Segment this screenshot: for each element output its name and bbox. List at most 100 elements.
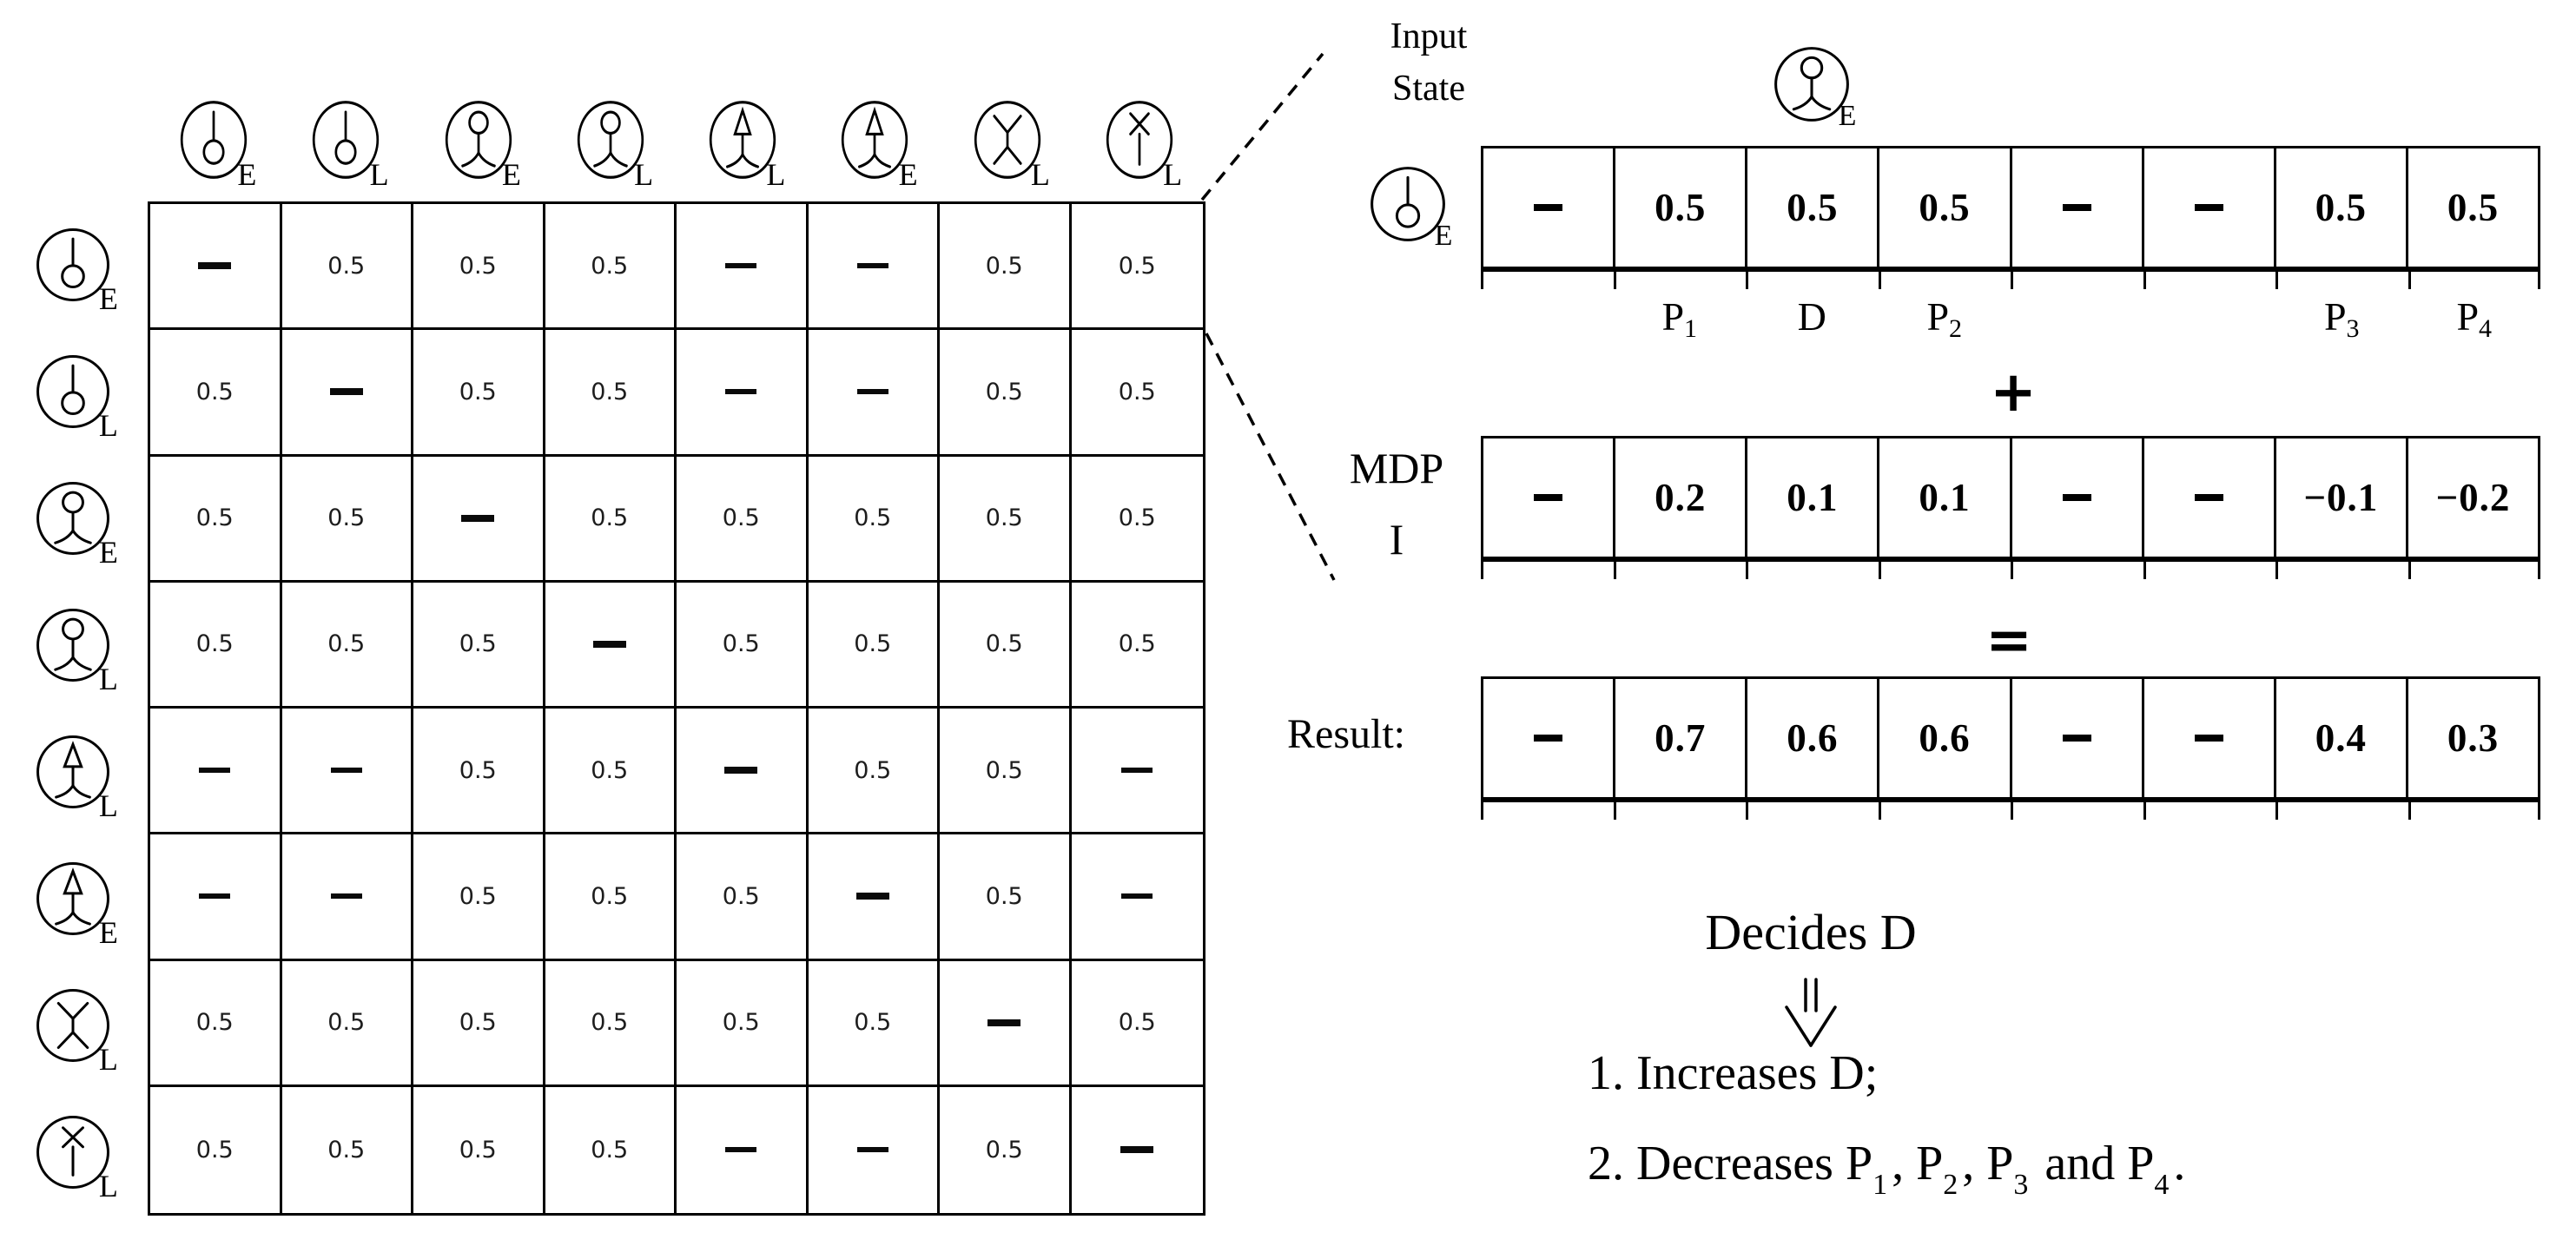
result-strip-cell-4: 0.6 bbox=[1879, 679, 2012, 797]
conclusion-heading: Decides D bbox=[1705, 904, 1917, 960]
matrix-value: 0.5 bbox=[722, 1009, 760, 1037]
matrix-cell-r5c5 bbox=[677, 709, 809, 835]
person-figure-L-icon: L bbox=[35, 607, 118, 696]
dash-mark bbox=[592, 640, 626, 648]
person-figure-E-icon: E bbox=[35, 480, 118, 570]
matrix-cell-r4c8: 0.5 bbox=[1071, 583, 1203, 709]
slot-label-base: P bbox=[1661, 294, 1685, 339]
matrix-value: 0.5 bbox=[459, 252, 497, 280]
strip-tick bbox=[2011, 272, 2013, 289]
matrix-value: 0.5 bbox=[1118, 630, 1156, 658]
equals-operator: = bbox=[1985, 609, 2032, 673]
conclusion-subscript: 1 bbox=[1873, 1169, 1888, 1201]
matrix-value: 0.5 bbox=[591, 378, 629, 405]
arrowhead-figure-icon bbox=[842, 101, 908, 179]
input-state-row-icon: E bbox=[1369, 165, 1452, 252]
matrix-col-header: E bbox=[148, 99, 280, 192]
matrix-value: 0.5 bbox=[985, 504, 1023, 532]
matrix-cell-r2c4: 0.5 bbox=[545, 330, 677, 457]
dash-mark bbox=[461, 514, 495, 522]
strip-tick bbox=[2143, 562, 2146, 579]
strip-tick bbox=[1481, 802, 1483, 820]
strip-tick bbox=[2538, 562, 2540, 579]
strip-tick bbox=[2538, 272, 2540, 289]
matrix-cell-r4c5: 0.5 bbox=[677, 582, 809, 709]
arrowhead-figure-L-icon: L bbox=[35, 734, 118, 823]
matrix-cell-r5c4: 0.5 bbox=[545, 709, 677, 835]
dash-mark bbox=[855, 893, 889, 900]
matrix-value: 0.5 bbox=[854, 630, 892, 658]
matrix-cell-r8c5 bbox=[677, 1086, 809, 1213]
strip-tick bbox=[1481, 272, 1483, 289]
dash-mark bbox=[987, 1019, 1021, 1026]
matrix-value: 0.5 bbox=[985, 630, 1023, 658]
matrix-value: 0.5 bbox=[459, 756, 497, 784]
matrix-value: 0.5 bbox=[195, 504, 234, 532]
strip-tick bbox=[2011, 802, 2013, 820]
dash-mark bbox=[856, 1147, 888, 1153]
input-strip-cell-1 bbox=[1483, 148, 1616, 267]
input-strip-cell-6 bbox=[2144, 148, 2276, 267]
strip-slot-label-3: D bbox=[1746, 297, 1879, 358]
input-state-label-line1: Input bbox=[1390, 16, 1468, 56]
matrix-value: 0.5 bbox=[327, 630, 366, 658]
conclusion-subscript: 4 bbox=[2154, 1169, 2170, 1201]
matrix-cell-r1c2: 0.5 bbox=[281, 204, 413, 331]
slot-label-base: D bbox=[1797, 294, 1826, 339]
matrix-value: 0.5 bbox=[1118, 252, 1156, 280]
dash-mark bbox=[199, 768, 231, 774]
matrix-cell-r6c1 bbox=[150, 834, 282, 961]
stage-subscript: L bbox=[369, 156, 389, 192]
matrix-cell-r8c3: 0.5 bbox=[413, 1086, 545, 1213]
slot-label-subscript: 4 bbox=[2479, 314, 2493, 343]
conclusion-text: . bbox=[2173, 1137, 2186, 1190]
matrix-row-header: L bbox=[12, 709, 134, 835]
seed-figure-icon bbox=[313, 101, 380, 179]
input-strip-cell-4: 0.5 bbox=[1879, 148, 2012, 267]
dash-mark bbox=[1121, 893, 1153, 900]
mdp-strip-cell-6 bbox=[2144, 438, 2276, 557]
input-strip-cell-2: 0.5 bbox=[1615, 148, 1748, 267]
mdp-strip-value: 0.1 bbox=[1787, 476, 1839, 519]
matrix-value: 0.5 bbox=[195, 1136, 234, 1164]
mdp-strip-value: 0.2 bbox=[1655, 476, 1707, 519]
matrix-cell-r2c8: 0.5 bbox=[1071, 330, 1203, 457]
matrix-cell-r8c2: 0.5 bbox=[282, 1086, 413, 1213]
matrix-cell-r8c6 bbox=[809, 1086, 940, 1213]
matrix-cell-r2c3: 0.5 bbox=[413, 330, 545, 457]
seed-figure-icon bbox=[1371, 167, 1445, 241]
arrowhead-figure-icon bbox=[709, 101, 776, 179]
input-state-label: Input State bbox=[1342, 10, 1516, 115]
matrix-cell-r6c6 bbox=[808, 834, 940, 961]
matrix-value: 0.5 bbox=[327, 252, 366, 280]
matrix-value: 0.5 bbox=[854, 756, 892, 784]
matrix-value: 0.5 bbox=[854, 1009, 892, 1037]
dash-mark bbox=[2194, 204, 2223, 211]
matrix-col-header: L bbox=[1073, 99, 1205, 192]
strip-tick bbox=[1481, 562, 1483, 579]
strip-tick bbox=[2275, 562, 2278, 579]
conclusion-subscript: 3 bbox=[2013, 1169, 2029, 1201]
dash-mark bbox=[724, 767, 758, 775]
matrix-cell-r7c4: 0.5 bbox=[545, 960, 677, 1087]
matrix-cell-r8c8 bbox=[1072, 1087, 1204, 1213]
dash-mark bbox=[725, 389, 757, 395]
dash-mark bbox=[2194, 494, 2223, 501]
matrix-cell-r6c2 bbox=[281, 834, 413, 961]
strip-tick bbox=[2538, 802, 2540, 820]
matrix-col-header: L bbox=[545, 99, 677, 192]
dash-mark bbox=[1534, 735, 1563, 742]
strip-tick bbox=[1746, 272, 1748, 289]
matrix-cell-r5c6: 0.5 bbox=[808, 709, 940, 835]
stage-subscript: L bbox=[98, 1041, 118, 1077]
slot-label-base: P bbox=[2323, 294, 2347, 339]
matrix-cell-r3c7: 0.5 bbox=[940, 456, 1072, 583]
mdp-strip-cell-4: 0.1 bbox=[1879, 438, 2012, 557]
stage-subscript: E bbox=[1838, 100, 1857, 132]
result-strip-cell-7: 0.4 bbox=[2276, 679, 2408, 797]
strip-tick bbox=[1614, 562, 1616, 579]
